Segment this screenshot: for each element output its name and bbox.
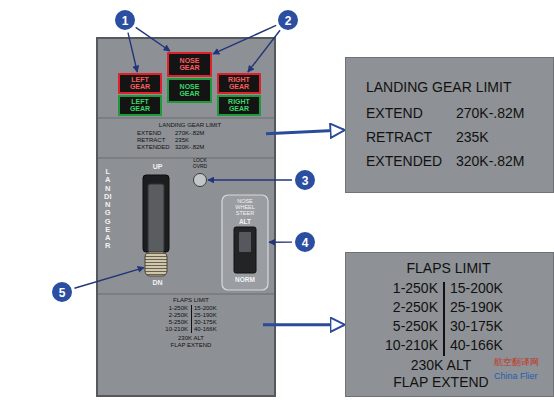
gear-lever-shape bbox=[145, 252, 167, 276]
callout-number: 5 bbox=[50, 280, 74, 304]
steer-surround bbox=[222, 195, 268, 290]
callout-number-text: 4 bbox=[295, 237, 315, 250]
callout-number: 1 bbox=[113, 8, 137, 32]
zoomed-placard-text: 2-250K bbox=[354, 300, 438, 315]
indicator-light-text: NOSE GEAR bbox=[175, 83, 205, 98]
zoomed-placard-text: RETRACT bbox=[366, 130, 454, 145]
panel-divider bbox=[98, 158, 274, 159]
indicator-light: NOSE GEAR bbox=[167, 52, 212, 77]
callout-leader bbox=[213, 25, 276, 54]
indicator-light-text: NOSE GEAR bbox=[175, 57, 205, 72]
limit-placard-text: FLAPS LIMIT bbox=[120, 297, 262, 304]
zoomed-placard: LANDING GEAR LIMIT EXTEND270K-.82MRETRACT… bbox=[345, 57, 554, 193]
limit-placard: FLAPS LIMIT1-250K 15-200K 2-250K 25-190K 5-2… bbox=[120, 296, 262, 354]
callout-number: 3 bbox=[293, 168, 317, 192]
zoomed-placard-text: 1-250K bbox=[354, 281, 438, 296]
limit-placard-text: 230K ALT bbox=[120, 335, 262, 342]
zoomed-placard-text: 10-210K bbox=[354, 338, 438, 353]
indicator-light: LEFT GEAR bbox=[118, 95, 162, 116]
indicator-light: RIGHT GEAR bbox=[217, 95, 261, 116]
limit-placard-text: 25-190K bbox=[194, 312, 254, 319]
limit-placard: LANDING GEAR LIMITEXTEND270K-.82MRETRACT… bbox=[115, 120, 265, 155]
limit-placard-text: RETRACT bbox=[137, 137, 173, 144]
limit-placard-text: 2-250K bbox=[130, 312, 188, 319]
limit-placard-text: LANDING GEAR LIMIT bbox=[115, 122, 265, 129]
watermark: China Flier bbox=[494, 372, 538, 382]
callout-leader bbox=[74, 268, 144, 289]
callout-leader bbox=[128, 33, 137, 72]
override-button-shape bbox=[193, 173, 207, 187]
callout-leader bbox=[248, 30, 280, 72]
lever-wheel-knob bbox=[145, 252, 167, 276]
zoomed-placard-text: 235K bbox=[456, 130, 551, 145]
gear-lever-text: UP bbox=[130, 163, 185, 171]
indicator-light: NOSE GEAR bbox=[167, 78, 212, 103]
table-separator bbox=[443, 282, 445, 356]
steer-toggle bbox=[239, 232, 251, 252]
limit-placard-text: 1-250K bbox=[130, 305, 188, 312]
steering-switch: NOSE WHEEL STEER ALT NORM bbox=[222, 195, 268, 290]
gear-lever: UP DN bbox=[130, 160, 185, 292]
callout-leader bbox=[269, 241, 292, 243]
callout-number-text: 5 bbox=[52, 287, 72, 300]
limit-placard-text: 5-250K bbox=[130, 319, 188, 326]
limit-placard-text: 15-200K bbox=[194, 305, 254, 312]
zoomed-placard-text: 5-250K bbox=[354, 319, 438, 334]
panel-divider bbox=[98, 118, 274, 119]
limit-placard-text: 40-166K bbox=[194, 326, 254, 333]
zoomed-placard-text: LANDING GEAR LIMIT bbox=[366, 80, 551, 95]
limit-placard-text: FLAP EXTEND bbox=[120, 342, 262, 349]
limit-placard-text: 30-175K bbox=[194, 319, 254, 326]
override-button-text: LOCK OVRD bbox=[191, 158, 209, 169]
lever-legend: LANDING GEAR bbox=[104, 168, 112, 251]
zoom-arrow bbox=[263, 323, 344, 326]
panel-divider bbox=[98, 294, 274, 295]
indicator-light: RIGHT GEAR bbox=[217, 73, 261, 94]
steering-switch-text: NORM bbox=[222, 276, 268, 283]
zoom-arrow bbox=[266, 130, 344, 134]
zoomed-placard-text: FLAPS LIMIT bbox=[346, 261, 551, 276]
lever-handle bbox=[148, 184, 164, 252]
steer-switch bbox=[234, 227, 256, 273]
zoomed-placard-text: 25-190K bbox=[450, 300, 550, 315]
callout-number-text: 3 bbox=[295, 175, 315, 188]
override-button: LOCK OVRD bbox=[184, 158, 216, 190]
gear-panel bbox=[97, 38, 275, 396]
limit-placard-text: 235K bbox=[175, 137, 245, 144]
indicator-light-text: RIGHT GEAR bbox=[224, 76, 254, 91]
limit-placard-text: EXTENDED bbox=[137, 144, 173, 151]
zoomed-placard-text: 320K-.82M bbox=[456, 154, 551, 169]
zoomed-placard-text: 270K-.82M bbox=[456, 106, 551, 121]
callout-number: 2 bbox=[276, 8, 300, 32]
zoomed-placard-text: 30-175K bbox=[450, 319, 550, 334]
indicator-light-text: LEFT GEAR bbox=[125, 98, 155, 113]
watermark: 航空翻译网 bbox=[494, 358, 539, 368]
steering-switch-text: ALT bbox=[222, 218, 268, 225]
steering-switch-text: NOSE WHEEL STEER bbox=[233, 198, 257, 216]
indicator-light: LEFT GEAR bbox=[118, 73, 162, 94]
zoomed-placard-text: EXTENDED bbox=[366, 154, 454, 169]
callout-leader bbox=[208, 179, 292, 180]
callout-number: 4 bbox=[293, 230, 317, 254]
limit-placard-text: 270K-.82M bbox=[175, 130, 245, 137]
callout-leader bbox=[136, 27, 170, 51]
lever-slot bbox=[143, 175, 169, 252]
limit-placard-text: EXTEND bbox=[137, 130, 173, 137]
zoomed-placard-text: EXTEND bbox=[366, 106, 454, 121]
limit-placard-text: 320K-.82M bbox=[175, 144, 245, 151]
gear-lever-text: DN bbox=[130, 279, 185, 287]
indicator-light-text: RIGHT GEAR bbox=[224, 98, 254, 113]
indicator-light-text: LEFT GEAR bbox=[125, 76, 155, 91]
callout-number-text: 1 bbox=[115, 15, 135, 28]
zoomed-placard-text: 40-166K bbox=[450, 338, 550, 353]
limit-placard-text: 10-210K bbox=[130, 326, 188, 333]
table-separator bbox=[191, 305, 192, 333]
callout-number-text: 2 bbox=[278, 15, 298, 28]
zoomed-placard-text: 15-200K bbox=[450, 281, 550, 296]
